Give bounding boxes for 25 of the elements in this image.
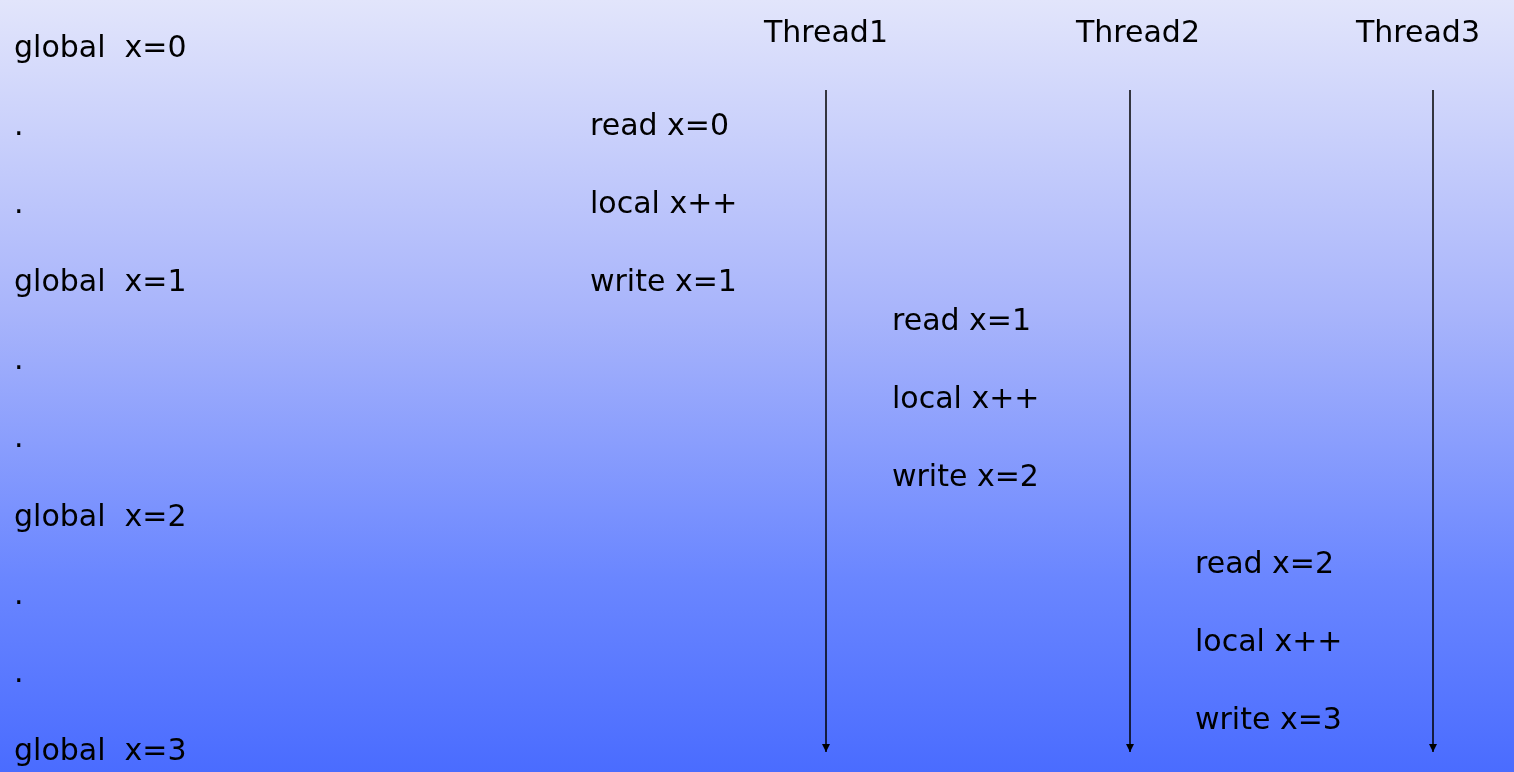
global-value-text: global x=3 (14, 732, 187, 768)
operation-text: local x++ (1195, 623, 1343, 659)
operation-text: read x=2 (1195, 545, 1335, 581)
operation-text: read x=1 (892, 302, 1032, 338)
ellipsis-dot: . (14, 107, 24, 143)
operation-text: write x=1 (590, 263, 737, 299)
operation-text: write x=2 (892, 458, 1039, 494)
operation-text: local x++ (892, 380, 1040, 416)
operation-text: read x=0 (590, 107, 730, 143)
operation-text: local x++ (590, 185, 738, 221)
ellipsis-dot: . (14, 654, 24, 690)
ellipsis-dot: . (14, 419, 24, 455)
thread-label: Thread3 (1356, 14, 1480, 90)
thread-label: Thread2 (1076, 14, 1200, 90)
ellipsis-dot: . (14, 341, 24, 377)
global-value-text: global x=1 (14, 263, 187, 299)
global-value-text: global x=2 (14, 498, 187, 534)
global-value-text: global x=0 (14, 29, 187, 65)
timeline-arrow (822, 89, 830, 753)
operation-text: write x=3 (1195, 701, 1342, 737)
ellipsis-dot: . (14, 576, 24, 612)
timeline-arrow (1126, 89, 1134, 753)
ellipsis-dot: . (14, 185, 24, 221)
thread-label: Thread1 (764, 14, 888, 90)
timeline-arrow (1429, 89, 1437, 753)
